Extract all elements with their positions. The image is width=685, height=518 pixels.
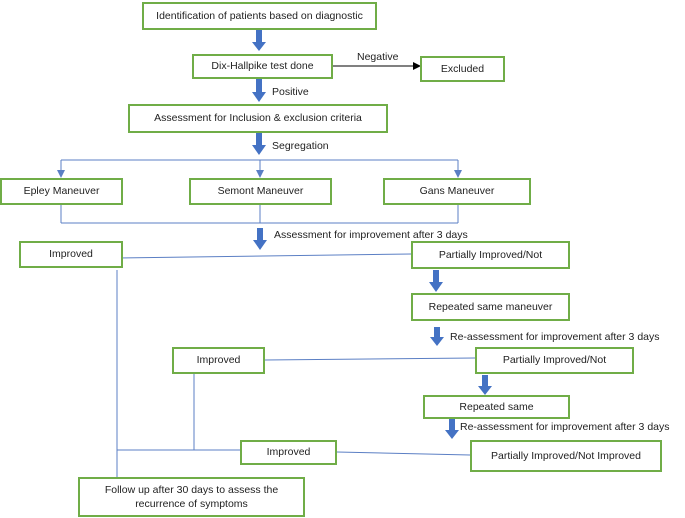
link-improved1-partial1 bbox=[116, 253, 412, 259]
arrow-to-assess3days bbox=[253, 228, 267, 250]
node-repeated-same: Repeated same bbox=[423, 395, 570, 419]
node-assessment-criteria: Assessment for Inclusion & exclusion cri… bbox=[128, 104, 388, 133]
node-improved-1: Improved bbox=[19, 241, 123, 268]
node-epley-maneuver: Epley Maneuver bbox=[0, 178, 123, 205]
label-reassessment-2: Re-assessment for improvement after 3 da… bbox=[460, 421, 670, 433]
node-improved-2: Improved bbox=[172, 347, 265, 374]
node-partial-2: Partially Improved/Not bbox=[475, 347, 634, 374]
arrow-to-reassess2 bbox=[445, 419, 459, 439]
arrow-identify-to-dix bbox=[252, 30, 266, 51]
node-partial-1: Partially Improved/Not bbox=[411, 241, 570, 269]
node-partial-3: Partially Improved/Not Improved bbox=[470, 440, 662, 472]
node-gans-maneuver: Gans Maneuver bbox=[383, 178, 531, 205]
node-excluded: Excluded bbox=[420, 56, 505, 82]
label-segregation: Segregation bbox=[272, 140, 329, 152]
node-improved-3: Improved bbox=[240, 440, 337, 465]
arrow-dix-to-assessment bbox=[252, 79, 266, 102]
node-identification: Identification of patients based on diag… bbox=[142, 2, 377, 30]
node-repeated-maneuver: Repeated same maneuver bbox=[411, 293, 570, 321]
label-positive: Positive bbox=[272, 86, 309, 98]
node-dix-hallpike: Dix-Hallpike test done bbox=[192, 54, 333, 79]
arrow-to-reassess1 bbox=[430, 327, 444, 346]
label-assessment-3-days: Assessment for improvement after 3 days bbox=[274, 229, 468, 241]
arrow-partial2-to-repeated2 bbox=[478, 375, 492, 395]
arrow-assessment-to-segregation bbox=[252, 133, 266, 155]
node-follow-up: Follow up after 30 days to assess the re… bbox=[78, 477, 305, 517]
arrow-partial1-to-repeated1 bbox=[429, 270, 443, 292]
link-improved3-partial3 bbox=[336, 451, 471, 456]
node-semont-maneuver: Semont Maneuver bbox=[189, 178, 332, 205]
label-reassessment-1: Re-assessment for improvement after 3 da… bbox=[450, 331, 660, 343]
link-improved2-partial2 bbox=[264, 357, 476, 361]
label-negative: Negative bbox=[357, 51, 399, 63]
